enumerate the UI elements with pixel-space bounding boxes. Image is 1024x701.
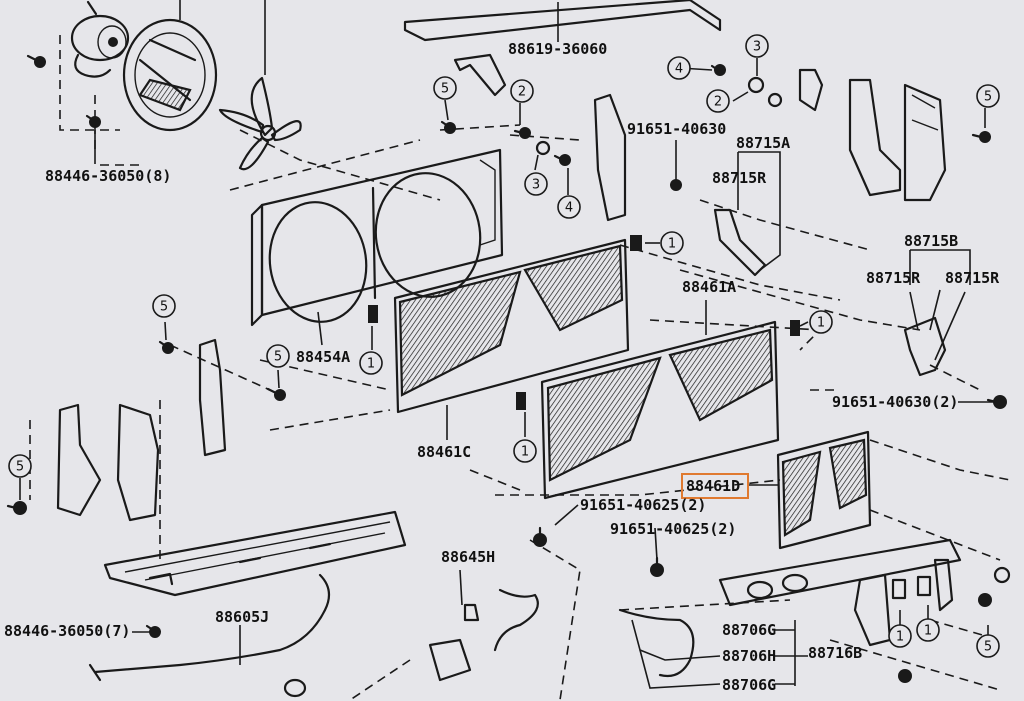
callout-number: 4 [565, 201, 573, 216]
upper-support-brackets [403, 0, 767, 277]
callout-circle [433, 76, 457, 100]
callout-circle [976, 634, 1000, 658]
label-88446-36050-8: 88446-36050(8) [45, 167, 171, 185]
callout-number: 5 [160, 300, 168, 315]
callout-circle [745, 34, 769, 58]
label-88619-36060: 88619-36060 [508, 40, 607, 58]
callout-number: 5 [16, 460, 24, 475]
callout-number: 5 [984, 640, 992, 655]
callout-circle [359, 351, 383, 375]
bolts [6, 54, 1011, 683]
label-88605j: 88605J [215, 608, 269, 626]
label-88715r-left: 88715R [866, 269, 921, 287]
callout-number: 4 [675, 62, 683, 77]
label-88645h: 88645H [441, 548, 495, 566]
callout-circle [8, 454, 32, 478]
callout-circle [667, 56, 691, 80]
label-88706h: 88706H [722, 647, 776, 665]
callout-circle [660, 231, 684, 255]
callout-number: 2 [714, 95, 722, 110]
callout-circle [557, 195, 581, 219]
callout-number: 5 [274, 350, 282, 365]
callout-number: 1 [367, 357, 375, 372]
label-88715b: 88715B [904, 232, 958, 250]
highlight-box [681, 473, 749, 499]
callout-number: 5 [441, 82, 449, 97]
fan-motor [70, 0, 130, 78]
label-91651-40630-2: 91651-40630(2) [832, 393, 958, 411]
label-91651-40630: 91651-40630 [627, 120, 726, 138]
callout-number: 3 [753, 40, 761, 55]
callout-circle [809, 310, 833, 334]
callout-circle [916, 618, 940, 642]
callout-circle [888, 624, 912, 648]
lower-panel [103, 510, 407, 597]
condenser-88461d [776, 430, 872, 550]
right-brackets [798, 68, 947, 377]
callout-number: 2 [518, 85, 526, 100]
callout-circle [524, 172, 548, 196]
label-88446-36050-7: 88446-36050(7) [4, 622, 130, 640]
condenser-88461a [516, 320, 800, 500]
callout-circle [266, 344, 290, 368]
label-88715r-right: 88715R [945, 269, 1000, 287]
fan-shroud-small [122, 18, 218, 132]
callout-number: 5 [984, 90, 992, 105]
label-88706g-lower: 88706G [722, 676, 776, 694]
callout-circle [513, 439, 537, 463]
callout-number: 1 [924, 624, 932, 639]
label-88716b: 88716B [808, 644, 862, 662]
callout-circle [510, 79, 534, 103]
callout-circle [706, 89, 730, 113]
label-88706g-upper: 88706G [722, 621, 776, 639]
label-91651-40625-2-b: 91651-40625(2) [610, 520, 736, 538]
condenser-88461c [368, 235, 642, 414]
callout-number: 1 [896, 630, 904, 645]
label-88461d[interactable]: 88461D [686, 477, 740, 495]
wire-harness [88, 538, 962, 698]
callout-number: 1 [668, 237, 676, 252]
left-brackets [56, 338, 227, 522]
label-88454a: 88454A [296, 348, 350, 366]
callout-number: 3 [532, 178, 540, 193]
callout-number: 1 [817, 316, 825, 331]
label-88461a: 88461A [682, 278, 736, 296]
leader-lines [19, 2, 995, 689]
label-88461c: 88461C [417, 443, 471, 461]
callout-circles: 5 2 3 4 4 3 2 5 1 5 5 1 1 1 5 5 1 1 [8, 34, 1000, 658]
callout-circle [976, 84, 1000, 108]
callout-number: 1 [521, 445, 529, 460]
part-labels: 88619-36060 91651-40630 88715A 88715R 88… [4, 40, 1000, 694]
label-88715a: 88715A [736, 134, 790, 152]
fan-blade [179, 0, 302, 171]
callout-circle [152, 294, 176, 318]
label-88715r-upper: 88715R [712, 169, 767, 187]
label-91651-40625-2-a: 91651-40625(2) [580, 496, 706, 514]
